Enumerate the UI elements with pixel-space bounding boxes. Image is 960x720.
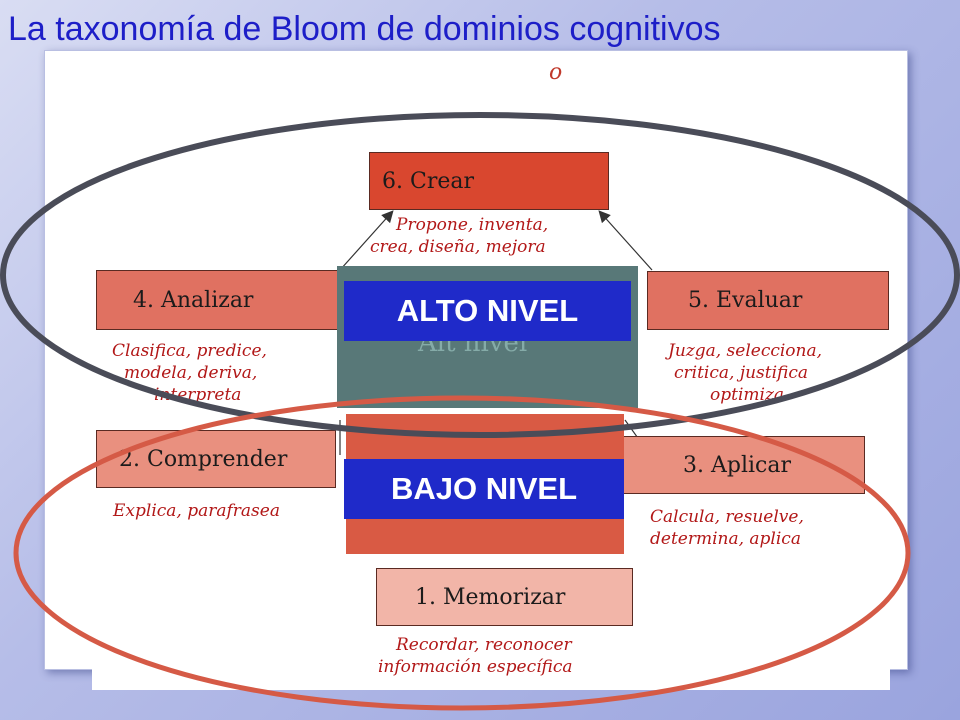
desc-line: determina, aplica <box>650 529 801 549</box>
box-analizar: 4. Analizar <box>96 270 338 330</box>
arrow-evaluar-crear <box>598 210 653 271</box>
slide-title: La taxonomía de Bloom de dominios cognit… <box>8 10 721 48</box>
desc-line: Recordar, reconocer <box>396 635 572 655</box>
box-evaluar: 5. Evaluar <box>647 271 889 330</box>
desc-line: Propone, inventa, <box>396 215 549 235</box>
box-crear: 6. Crear <box>369 152 609 210</box>
high-level-label: ALTO NIVEL <box>344 281 631 341</box>
desc-line: interpreta <box>154 385 242 405</box>
box-aplicar: 3. Aplicar <box>622 436 865 494</box>
box-comprender-label: 2. Comprender <box>119 446 288 472</box>
box-aplicar-label: 3. Aplicar <box>683 452 791 478</box>
box-analizar-label: 4. Analizar <box>133 287 254 313</box>
desc-line: crea, diseña, mejora <box>370 237 546 257</box>
box-memorizar: 1. Memorizar <box>376 568 633 626</box>
desc-analizar: Clasifica, predice, modela, deriva, inte… <box>112 340 267 406</box>
desc-line: modela, deriva, <box>124 363 258 383</box>
box-comprender: 2. Comprender <box>96 430 336 488</box>
box-crear-label: 6. Crear <box>382 168 474 194</box>
box-evaluar-label: 5. Evaluar <box>688 288 803 313</box>
desc-memorizar: Recordar, reconocer información específi… <box>378 634 573 678</box>
desc-line: Calcula, resuelve, <box>650 507 804 527</box>
desc-line: información específica <box>378 657 573 677</box>
desc-line: Clasifica, predice, <box>112 341 267 361</box>
desc-line: optimiza <box>710 385 785 405</box>
desc-line: critica, justifica <box>674 363 809 383</box>
desc-crear: Propone, inventa, crea, diseña, mejora <box>370 214 549 258</box>
desc-comprender: Explica, parafrasea <box>113 500 280 522</box>
desc-line: Explica, parafrasea <box>113 501 280 521</box>
box-memorizar-label: 1. Memorizar <box>415 584 566 610</box>
low-level-label: BAJO NIVEL <box>344 459 624 519</box>
desc-aplicar: Calcula, resuelve, determina, aplica <box>650 506 804 550</box>
desc-line: Juzga, selecciona, <box>668 341 823 361</box>
desc-evaluar: Juzga, selecciona, critica, justifica op… <box>668 340 822 406</box>
top-mark: o <box>549 60 563 85</box>
